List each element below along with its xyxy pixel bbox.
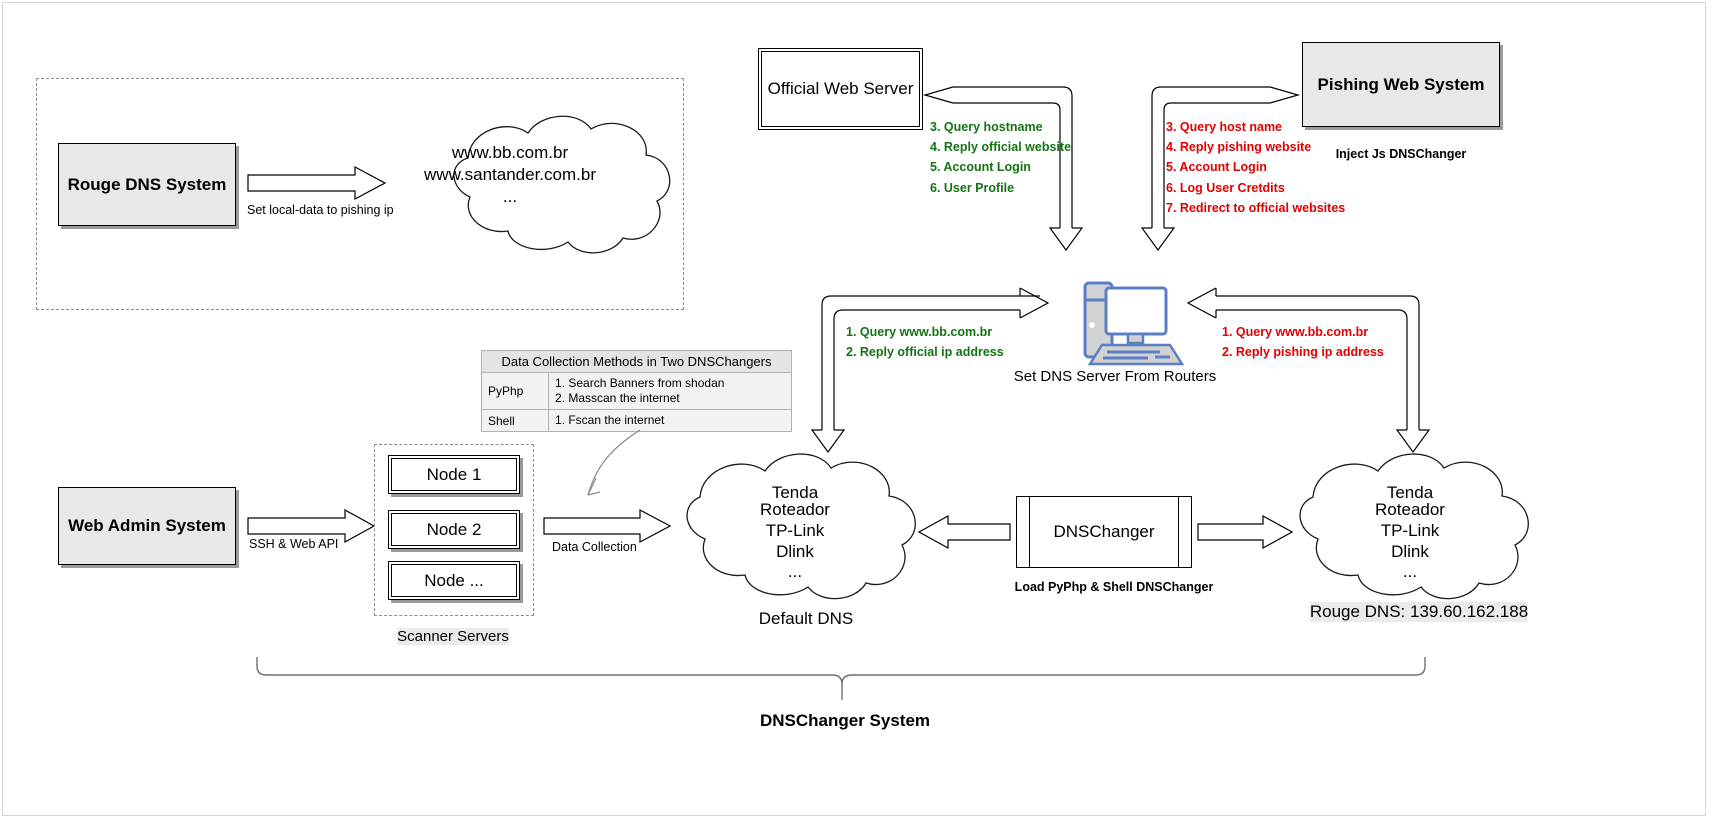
scanner-node-1[interactable]: Node 2 [388,510,520,549]
data-collection-table: Data Collection Methods in Two DNSChange… [481,350,792,432]
cloud-line-0: www.bb.com.br [451,143,569,162]
dnschanger-caption: Load PyPhp & Shell DNSChanger [1014,580,1214,594]
scanner-node-label: Node 1 [426,464,482,484]
table-row-value: 1. Fscan the internet [548,409,792,432]
data-collection-arrow-label: Data Collection [552,540,637,554]
rogue-dns-group [36,78,684,310]
web-admin-arrow-label: SSH & Web API [249,537,339,551]
client-left-step-1: 2. Reply official ip address [846,345,1004,359]
web-admin-system-box[interactable]: Web Admin System [58,487,236,565]
pishing-step-0: 3. Query host name [1166,120,1283,134]
table-row-key: Shell [481,409,549,432]
default-dns-line-0: Tenda [771,483,819,502]
client-left-step-0: 1. Query www.bb.com.br [846,325,993,339]
cloud-line-2: ... [502,187,518,206]
rogue-dns-line-2: TP-Link [1380,521,1440,540]
scanner-node-2[interactable]: Node ... [388,561,520,600]
official-web-server-label: Official Web Server [767,79,914,98]
rogue-dns-line-1: Roteador [1375,500,1445,519]
default-dns-line-2: TP-Link [765,521,825,540]
cloud-line-1: www.santander.com.br [424,165,596,184]
client-caption: Set DNS Server From Routers [1013,368,1217,385]
pishing-step-4: 7. Redirect to official websites [1166,201,1346,215]
diagram-title: DNSChanger System [759,711,931,730]
official-step-1: 4. Reply official website [930,140,1072,154]
official-step-3: 6. User Profile [930,181,1015,195]
pishing-caption: Inject Js DNSChanger [1335,147,1467,161]
default-dns-line-4: ... [787,562,803,581]
official-step-0: 3. Query hostname [930,120,1043,134]
web-admin-system-label: Web Admin System [68,516,226,535]
rogue-dns-line-0: Tenda [1386,483,1434,502]
rogue-dns-line-3: Dlink [1391,542,1429,561]
rouge-dns-system-box[interactable]: Rouge DNS System [58,143,236,226]
default-dns-line-1: Roteador [760,500,830,519]
client-right-step-1: 2. Reply pishing ip address [1222,345,1384,359]
client-right-step-0: 1. Query www.bb.com.br [1222,325,1369,339]
default-dns-caption: Default DNS [758,609,854,628]
table-row-value: 1. Search Banners from shodan 2. Masscan… [548,372,792,410]
dnschanger-process-box[interactable]: DNSChanger [1016,496,1192,568]
scanner-node-label: Node ... [424,570,484,590]
scanner-node-label: Node 2 [426,519,482,539]
scanner-servers-group [374,444,534,616]
pishing-step-2: 5. Account Login [1166,160,1267,174]
rouge-dns-system-label: Rouge DNS System [67,174,227,194]
pishing-step-1: 4. Reply pishing website [1166,140,1312,154]
rogue-dns-caption: Rouge DNS: 139.60.162.188 [1309,602,1529,622]
pishing-web-system-label: Pishing Web System [1317,74,1485,94]
dnschanger-label: DNSChanger [1053,522,1155,541]
pishing-web-system-box[interactable]: Pishing Web System [1302,42,1500,127]
table-row-key: PyPhp [481,372,549,410]
official-step-2: 5. Account Login [930,160,1031,174]
pishing-step-3: 6. Log User Cretdits [1166,181,1285,195]
scanner-node-0[interactable]: Node 1 [388,455,520,494]
default-dns-line-3: Dlink [776,542,814,561]
rogue-arrow-label: Set local-data to pishing ip [247,203,394,217]
scanner-servers-caption: Scanner Servers [397,628,509,645]
official-web-server-box[interactable]: Official Web Server [758,48,923,130]
rogue-dns-line-4: ... [1402,562,1418,581]
